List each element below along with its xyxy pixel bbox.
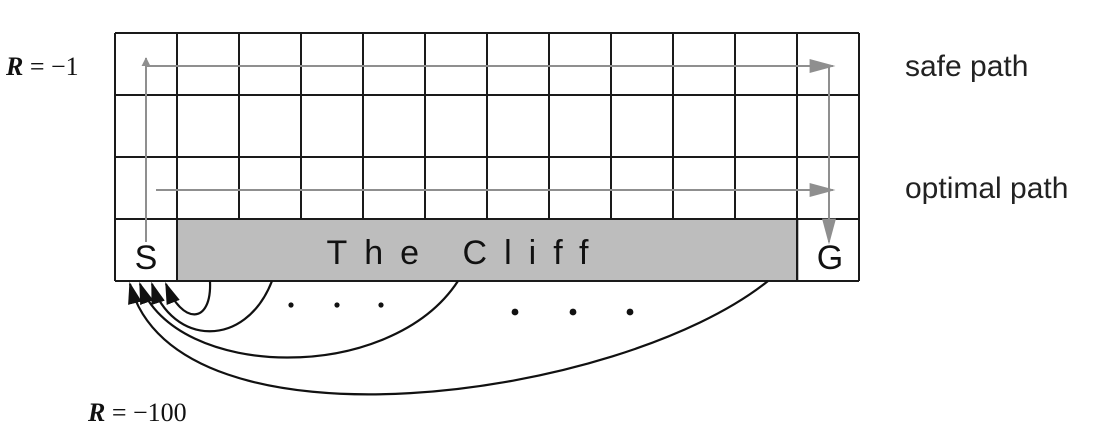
start-label: S	[135, 239, 158, 277]
optimal-path-label: optimal path	[905, 172, 1069, 205]
cliff-reward-label: R = −100	[88, 398, 187, 428]
cliff-label: The Cliff	[327, 234, 606, 272]
cliff-region	[177, 219, 799, 281]
safe-path-arrow	[141, 57, 836, 245]
cliff-reward-value: = −100	[105, 398, 187, 427]
grid-lines	[114, 32, 860, 282]
step-reward-variable: R	[6, 52, 24, 81]
step-reward-value: = −1	[23, 52, 79, 81]
fall-arrow-4	[128, 280, 769, 396]
fall-arrow-3	[138, 280, 459, 359]
fall-arrow-1	[164, 280, 212, 316]
ellipsis-dots	[288, 302, 634, 316]
step-reward-label: R = −1	[6, 52, 79, 82]
goal-label: G	[817, 239, 843, 277]
cliff-fall-arrows	[128, 280, 769, 396]
ellipsis-text: ...	[0, 0, 1, 1]
safe-path-label: safe path	[905, 50, 1029, 83]
cliff-reward-variable: R	[88, 398, 106, 427]
fall-arrow-2	[150, 280, 274, 333]
